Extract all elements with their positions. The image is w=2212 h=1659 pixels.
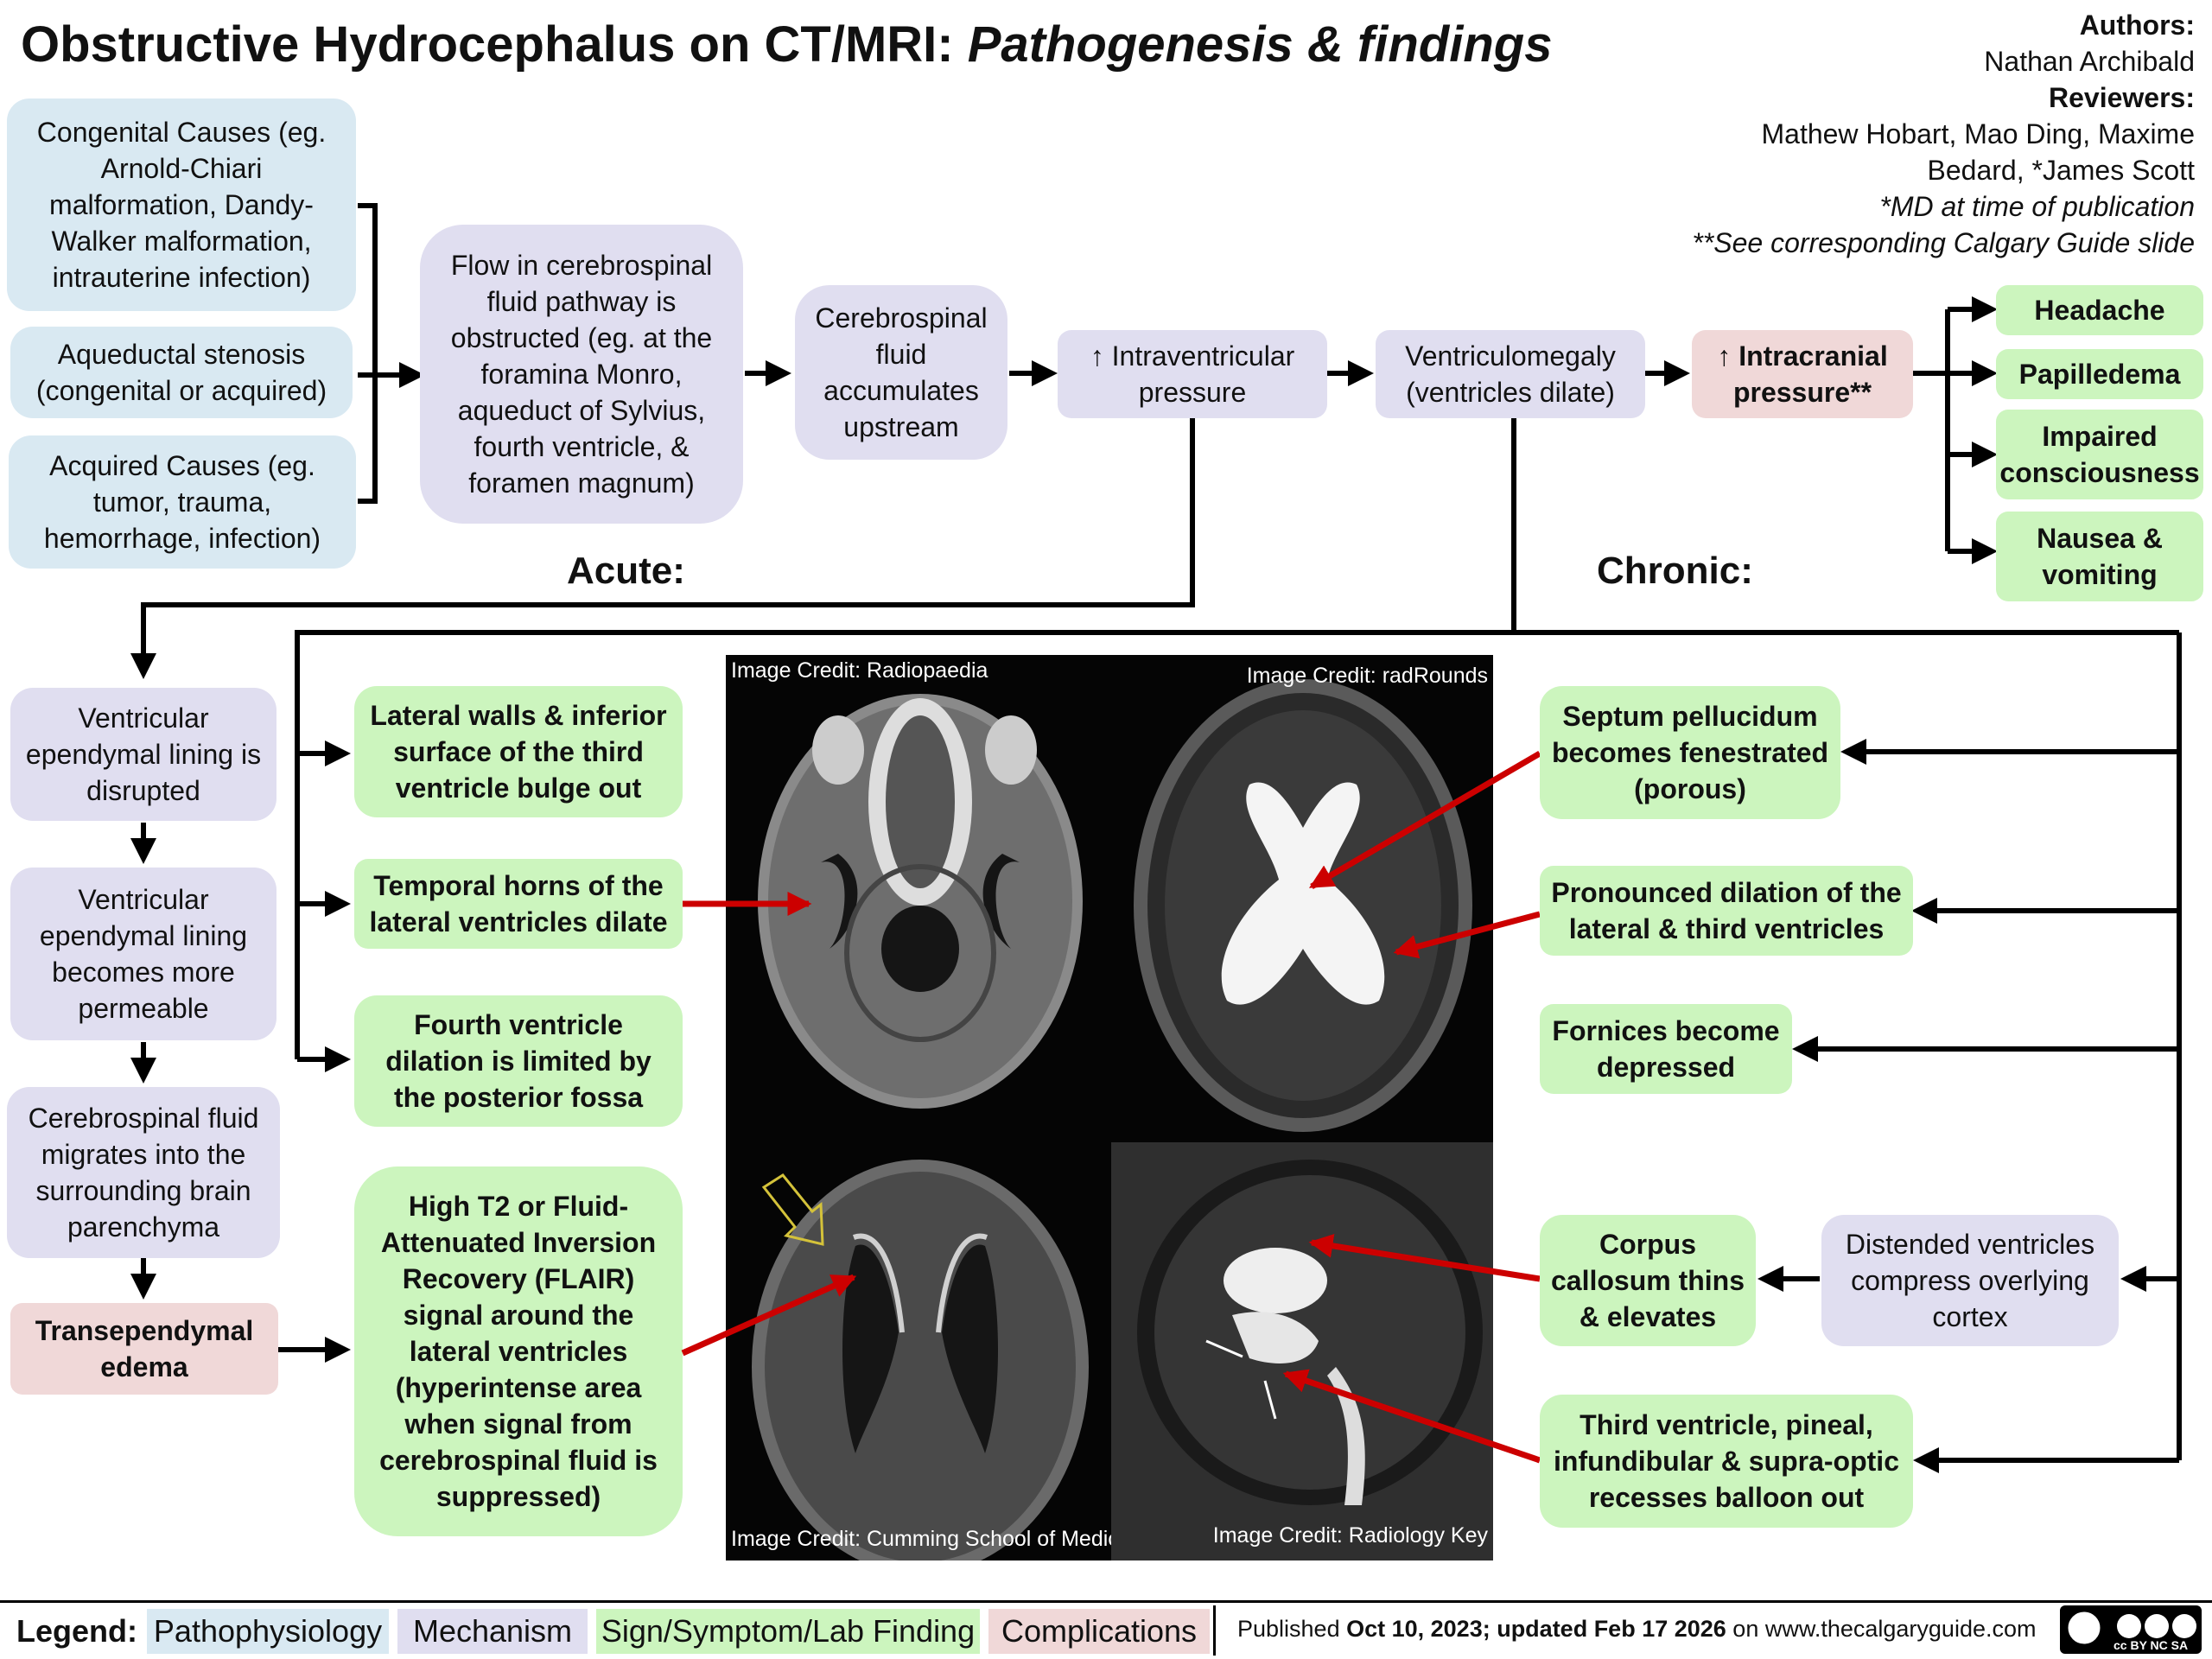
flair-signal: High T2 or Fluid-Attenuated Inversion Re… [354,1166,683,1536]
ependymal-disrupted: Ventricular ependymal lining is disrupte… [10,688,276,821]
flair-axial-image: Image Credit: Cumming School of Medicine [726,1142,1147,1574]
fourth-ventricle-limited: Fourth ventricle dilation is limited by … [354,995,683,1127]
pub-prefix: Published [1237,1616,1347,1642]
corpus-callosum-thins: Corpus callosum thins & elevates [1540,1215,1756,1346]
cc-license-badge: cc BY NC SA [2060,1605,2202,1654]
symptom-headache: Headache [1996,285,2203,335]
symptom-impaired-consciousness: Impaired consciousness [1996,410,2203,499]
chronic-label: Chronic: [1597,550,1753,592]
ventriculomegaly: Ventriculomegaly (ventricles dilate) [1376,330,1645,418]
author-credits: Authors: Nathan Archibald Reviewers: Mat… [1573,7,2195,261]
csf-accumulates: Cerebrospinal fluid accumulates upstream [795,285,1007,460]
transependymal-edema: Transependymal edema [10,1303,278,1395]
page-title: Obstructive Hydrocephalus on CT/MRI: Pat… [21,16,1552,73]
authors-names: Nathan Archibald [1984,46,2195,77]
septum-fenestrated: Septum pellucidum becomes fenestrated (p… [1540,686,1840,819]
flow-obstructed: Flow in cerebrospinal fluid pathway is o… [420,225,743,524]
intracranial-pressure: ↑ Intracranial pressure** [1692,330,1913,418]
legend-mechanism: Mechanism [397,1609,588,1654]
pub-dates: Oct 10, 2023; updated Feb 17 2026 [1346,1616,1726,1642]
symptom-nausea-vomiting: Nausea & vomiting [1996,512,2203,601]
mri-axial-t2-image: Image Credit: radRounds [1111,655,1493,1142]
temporal-horns-dilate: Temporal horns of the lateral ventricles… [354,859,683,949]
credit-radiopaedia: Image Credit: Radiopaedia [731,658,988,683]
publication-info: Published Oct 10, 2023; updated Feb 17 2… [1237,1616,2036,1643]
reviewers-names-2: Bedard, *James Scott [1927,155,2195,186]
reviewers-names-1: Mathew Hobart, Mao Ding, Maxime [1761,118,2195,149]
acquired-causes: Acquired Causes (eg. tumor, trauma, hemo… [9,435,356,569]
aqueductal-stenosis: Aqueductal stenosis (congenital or acqui… [10,327,353,418]
pub-suffix: on www.thecalgaryguide.com [1726,1616,2037,1642]
pronounced-dilation: Pronounced dilation of the lateral & thi… [1540,866,1913,956]
md-note: *MD at time of publication [1879,191,2195,222]
credit-radiology-key: Image Credit: Radiology Key [1212,1523,1488,1548]
legend-sign: Sign/Symptom/Lab Finding [596,1609,980,1654]
lateral-walls-bulge: Lateral walls & inferior surface of the … [354,686,683,817]
legend: Legend: Pathophysiology Mechanism Sign/S… [0,1600,2212,1656]
acute-label: Acute: [567,550,685,592]
title-main: Obstructive Hydrocephalus on CT/MRI: [21,16,954,73]
fornices-depressed: Fornices become depressed [1540,1004,1792,1094]
third-ventricle-recesses: Third ventricle, pineal, infundibular & … [1540,1395,1913,1528]
legend-pathophysiology: Pathophysiology [147,1609,389,1654]
congenital-causes: Congenital Causes (eg. Arnold-Chiari mal… [7,99,356,311]
distended-ventricles: Distended ventricles compress overlying … [1821,1215,2119,1346]
title-sub: Pathogenesis & findings [967,16,1553,73]
intraventricular-pressure: ↑ Intraventricular pressure [1058,330,1327,418]
cc-license-text: cc BY NC SA [2113,1638,2189,1652]
authors-label: Authors: [2079,10,2195,41]
credit-cumming: Image Credit: Cumming School of Medicine [731,1527,1148,1551]
symptom-papilledema: Papilledema [1996,349,2203,399]
reviewers-label: Reviewers: [2049,82,2195,113]
credit-radrounds: Image Credit: radRounds [1246,664,1488,688]
legend-complications: Complications [988,1609,1210,1654]
ependymal-permeable: Ventricular ependymal lining becomes mor… [10,868,276,1040]
legend-label: Legend: [16,1613,137,1649]
see-note: **See corresponding Calgary Guide slide [1692,227,2195,258]
csf-migrates: Cerebrospinal fluid migrates into the su… [7,1087,280,1258]
